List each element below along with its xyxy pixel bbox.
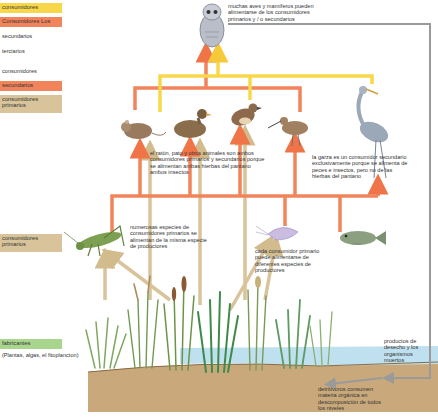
duck-illustration [174, 120, 206, 138]
sandpiper-illustration [280, 117, 288, 125]
legend-swatch: consumidores [0, 3, 62, 13]
primary-consumer-arrows [204, 52, 208, 88]
primary-consumer-arrows [338, 196, 342, 232]
heron-illustration [358, 92, 364, 126]
sandpiper-illustration [292, 134, 300, 146]
callout-note: el ratón, pato y otros animales son ambo… [150, 150, 268, 175]
secondary-consumer-arrows [248, 76, 252, 100]
grasshopper-illustration [77, 229, 123, 252]
primary-consumer-arrows [112, 52, 378, 232]
thrush-illustration [239, 118, 251, 125]
grasshopper-illustration [64, 232, 78, 243]
producer-arrows [105, 135, 275, 310]
shrimp-illustration [256, 226, 298, 240]
thrush-illustration [229, 104, 262, 129]
shrimp-illustration [268, 227, 298, 240]
legend-text: consumidores primarios [2, 96, 38, 108]
decomposition-arrows [228, 24, 430, 378]
fish-illustration [375, 231, 386, 245]
legend-swatch: secundarios [0, 81, 62, 91]
mouse-illustration [121, 120, 166, 139]
fish-illustration [345, 235, 348, 238]
legend-swatch: fabricantes [0, 339, 62, 349]
marsh-plants [198, 292, 238, 372]
secondary-consumer-arrows [160, 52, 372, 112]
fish-illustration [352, 244, 362, 245]
owl-illustration [203, 4, 221, 20]
callout-note: productos de desecho y los organismos mu… [384, 338, 428, 363]
grasshopper-illustration [64, 226, 124, 256]
marsh-plants [276, 300, 310, 368]
producer-arrows [198, 148, 202, 305]
callout-note: numerosas especies de consumidores prima… [130, 224, 208, 249]
marsh-plants [310, 312, 332, 366]
owl-illustration [200, 4, 224, 47]
duck-illustration [197, 109, 207, 119]
heron-illustration [366, 89, 378, 94]
callout-note: muchas aves y mamíferos pueden alimentar… [228, 3, 328, 22]
level-label: consumidores [2, 68, 62, 74]
primary-consumer-arrows [376, 184, 380, 196]
marsh-plants [164, 280, 194, 370]
level-label: terciarios [2, 48, 62, 54]
fish-illustration [340, 231, 376, 245]
sandpiper-illustration [268, 117, 308, 146]
sandpiper-illustration [268, 121, 281, 128]
primary-consumer-arrows [283, 196, 287, 226]
cattail [182, 276, 187, 292]
marsh-ground [88, 362, 438, 412]
duck-illustration [174, 109, 212, 138]
marsh-plants [86, 318, 126, 368]
producer-arrows [110, 255, 170, 300]
primary-consumer-arrows [138, 148, 142, 196]
duck-illustration [198, 118, 200, 124]
marsh-plants [248, 282, 266, 370]
duck-illustration [206, 113, 212, 116]
legend-text: secundarios [2, 82, 33, 88]
decomposition-arrows [228, 24, 430, 384]
producer-arrows [103, 258, 107, 300]
callout-note: detritívoros consumen materia orgánica e… [318, 386, 386, 411]
marsh-plants [128, 292, 158, 368]
level-label: secundarios [2, 33, 62, 39]
level-note: (Plantas, algas, el fitoplancton) [2, 352, 82, 358]
secondary-consumer-arrows [216, 52, 220, 76]
legend-text: fabricantes [2, 340, 30, 346]
mouse-illustration [152, 132, 166, 135]
marsh-plants [134, 276, 150, 300]
legend-text: consumidores [2, 4, 38, 10]
thrush-illustration [257, 107, 262, 110]
legend-swatch: consumidores primarios [0, 95, 62, 113]
fish-illustration [340, 231, 386, 245]
grasshopper-illustration [88, 226, 124, 256]
primary-consumer-arrows [293, 142, 297, 196]
heron-illustration [359, 86, 367, 94]
owl-illustration [205, 32, 219, 37]
legend-swatch: consumidores primarios [0, 234, 62, 252]
legend-swatch: Consumidores Los [0, 17, 62, 27]
mouse-illustration [125, 120, 129, 124]
owl-illustration [207, 10, 211, 14]
callout-note: la garza es un consumidor secundario exc… [312, 154, 410, 179]
seed-head [255, 276, 261, 288]
cattail [172, 287, 176, 301]
owl-illustration [214, 10, 218, 14]
legend-text: consumidores primarios [2, 235, 38, 247]
shrimp-illustration [256, 226, 268, 235]
legend-text: Consumidores Los [2, 18, 50, 24]
marsh-plants [86, 276, 332, 372]
grasshopper-illustration [76, 242, 84, 250]
thrush-illustration [249, 104, 258, 113]
callout-note: cada consumidor primario puede alimentar… [255, 248, 325, 273]
secondary-consumer-arrows [160, 76, 372, 112]
decomposition-arrows [330, 378, 382, 384]
